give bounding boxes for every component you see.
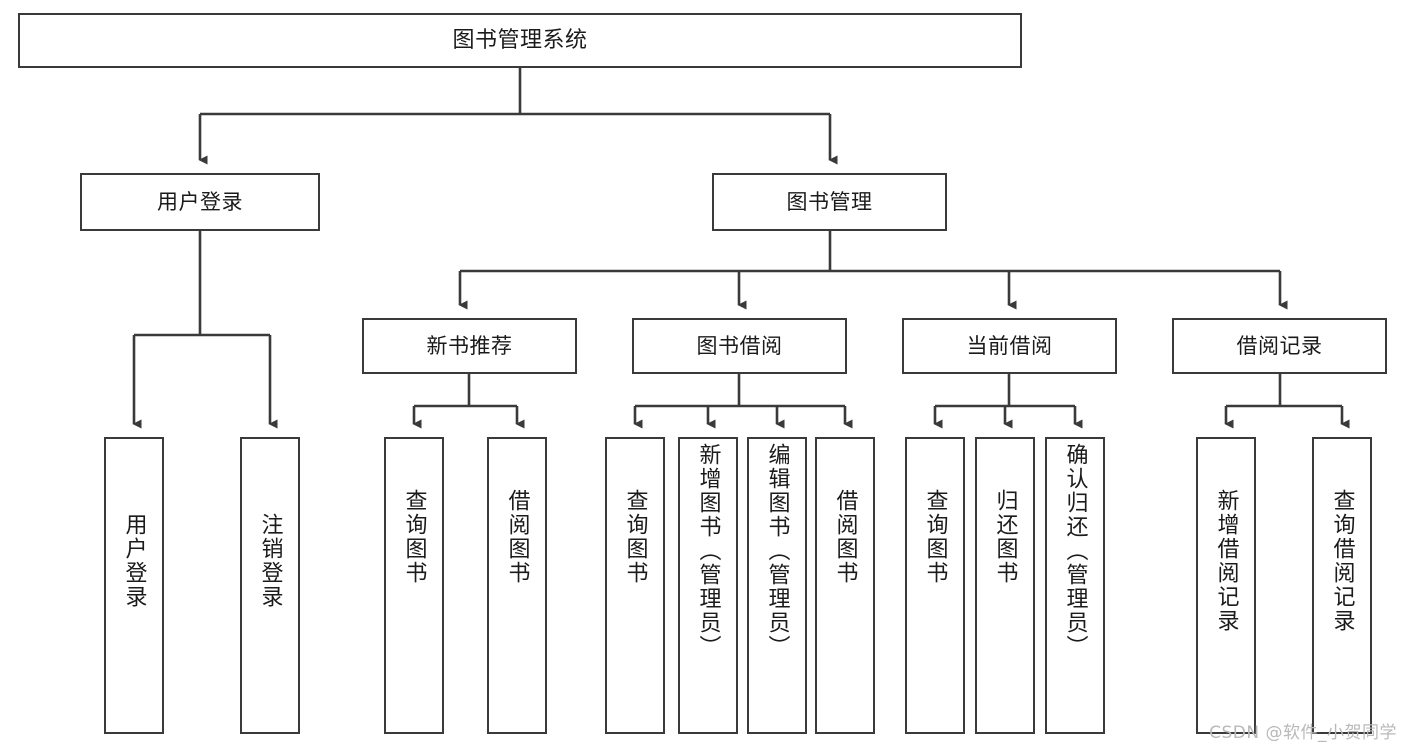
node-user-login-label: 用户登录 [157,189,243,214]
node-book-manage[interactable]: 图书管理 [712,173,947,231]
node-leaf-query-book-2[interactable]: 查询图书 [605,437,665,734]
node-leaf-borrow-book-2[interactable]: 借阅图书 [815,437,875,734]
node-leaf-logout[interactable]: 注销登录 [240,437,300,734]
node-leaf-query-record-label: 查询借阅记录 [1329,489,1355,633]
node-leaf-add-book[interactable]: 新增图书（管理员） [678,437,738,734]
node-leaf-add-record[interactable]: 新增借阅记录 [1196,437,1256,734]
node-leaf-query-record[interactable]: 查询借阅记录 [1312,437,1372,734]
node-book-borrow-label: 图书借阅 [696,333,783,358]
node-leaf-return-book-label: 归还图书 [992,489,1018,585]
node-leaf-query-book-3-label: 查询图书 [922,489,948,585]
node-borrow-record-label: 借阅记录 [1236,333,1323,358]
node-leaf-borrow-book-2-label: 借阅图书 [832,489,858,585]
node-leaf-return-book[interactable]: 归还图书 [975,437,1035,734]
node-leaf-confirm-return-label: 确认归还（管理员） [1062,443,1088,659]
node-leaf-add-record-label: 新增借阅记录 [1213,489,1239,633]
node-current-borrow[interactable]: 当前借阅 [902,318,1117,374]
node-new-book-recommend[interactable]: 新书推荐 [362,318,577,374]
node-leaf-user-login[interactable]: 用户登录 [104,437,164,734]
node-leaf-add-book-label: 新增图书（管理员） [695,443,721,659]
node-leaf-query-book-1-label: 查询图书 [401,489,427,585]
node-root[interactable]: 图书管理系统 [18,13,1022,68]
node-leaf-user-login-label: 用户登录 [121,513,147,609]
node-user-login[interactable]: 用户登录 [80,173,320,231]
node-leaf-query-book-1[interactable]: 查询图书 [384,437,444,734]
watermark: CSDN @软件_小贺同学 [1209,723,1397,743]
node-leaf-query-book-2-label: 查询图书 [622,489,648,585]
node-leaf-edit-book-label: 编辑图书（管理员） [764,443,790,659]
node-new-book-recommend-label: 新书推荐 [426,333,513,358]
node-book-manage-label: 图书管理 [786,189,873,214]
node-current-borrow-label: 当前借阅 [966,333,1053,358]
node-leaf-confirm-return[interactable]: 确认归还（管理员） [1045,437,1105,734]
node-leaf-borrow-book-1-label: 借阅图书 [504,489,530,585]
node-leaf-borrow-book-1[interactable]: 借阅图书 [487,437,547,734]
node-leaf-query-book-3[interactable]: 查询图书 [905,437,965,734]
node-leaf-edit-book[interactable]: 编辑图书（管理员） [747,437,807,734]
node-root-label: 图书管理系统 [452,27,588,53]
node-leaf-logout-label: 注销登录 [257,513,283,609]
node-book-borrow[interactable]: 图书借阅 [632,318,847,374]
node-borrow-record[interactable]: 借阅记录 [1172,318,1387,374]
